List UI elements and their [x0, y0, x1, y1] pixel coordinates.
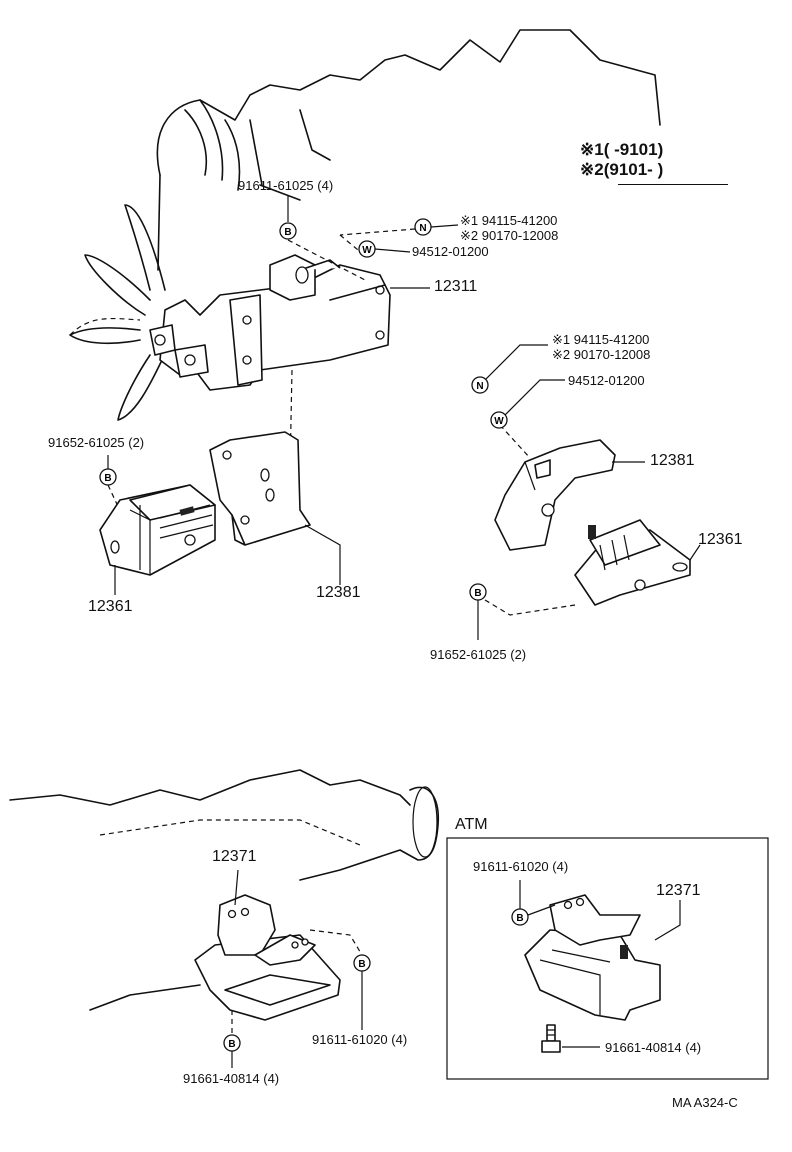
- label-plate-12381-rh: 12381: [316, 584, 361, 601]
- label-washer-lh: 94512-01200: [568, 373, 645, 388]
- insulator-12361-lh: [574, 519, 701, 606]
- label-plate-12381-lh: 12381: [650, 452, 695, 469]
- label-insulator-12361-lh: 12361: [698, 531, 743, 548]
- svg-text:B: B: [228, 1039, 235, 1050]
- bolt-marker-rear-upper: B: [353, 954, 371, 972]
- label-bolt-91661-rear: 91661-40814 (4): [183, 1071, 280, 1086]
- label-atm-title: ATM: [455, 816, 488, 833]
- svg-text:W: W: [494, 416, 504, 427]
- label-nut-lh-1: ※1 94115-41200: [552, 332, 650, 347]
- bolt-marker-rh-upper: B: [279, 222, 297, 240]
- bolt-marker-rh-lower: B: [99, 468, 117, 486]
- insulator-12361-rh: [99, 484, 216, 576]
- label-bolt-91661-atm: 91661-40814 (4): [605, 1040, 702, 1055]
- svg-text:B: B: [358, 959, 365, 970]
- label-insulator-12371: 12371: [212, 848, 257, 865]
- label-insulator-12361-rh: 12361: [88, 598, 133, 615]
- svg-text:B: B: [516, 913, 523, 924]
- washer-marker-lh: W: [490, 411, 508, 429]
- svg-text:B: B: [474, 588, 481, 599]
- bolt-marker-lh: B: [469, 583, 487, 601]
- bolt-91661-atm: [541, 1024, 600, 1053]
- svg-text:N: N: [419, 223, 426, 234]
- label-bolt-91652-lh: 91652-61025 (2): [430, 647, 527, 662]
- insulator-12371: [194, 869, 341, 1021]
- label-insulator-12371-atm: 12371: [656, 882, 701, 899]
- nut-marker-rh: N: [414, 218, 432, 236]
- engine-outline: [156, 29, 661, 271]
- label-bolt-91611-atm: 91611-61020 (4): [473, 859, 569, 874]
- svg-text:N: N: [476, 381, 483, 392]
- insulator-12371-atm: [524, 894, 681, 1021]
- figure-code: MA A324-C: [672, 1095, 738, 1110]
- svg-text:W: W: [362, 245, 372, 256]
- washer-marker-rh: W: [358, 240, 376, 258]
- legend-note-1: ※1( -9101): [580, 140, 664, 159]
- fan: [69, 204, 166, 421]
- legend-note-2: ※2(9101- ): [580, 160, 664, 179]
- plate-12381-lh: [494, 439, 645, 551]
- label-bracket-12311: 12311: [434, 278, 478, 295]
- atm-box: [446, 837, 769, 1080]
- bolt-marker-atm: B: [511, 908, 529, 926]
- label-bolt-91611-61025: 91611-61025 (4): [238, 178, 334, 193]
- legend-underline: [618, 184, 728, 185]
- bolt-marker-rear-lower: B: [223, 1034, 241, 1052]
- engine-bracket-12311: [149, 254, 391, 391]
- plate-12381-rh: [209, 431, 311, 546]
- label-bolt-91652-rh: 91652-61025 (2): [48, 435, 145, 450]
- label-washer-rh: 94512-01200: [412, 244, 489, 259]
- label-nut-rh-2: ※2 90170-12008: [460, 228, 559, 243]
- svg-text:B: B: [284, 227, 291, 238]
- label-nut-lh-2: ※2 90170-12008: [552, 347, 651, 362]
- label-bolt-91611-rear: 91611-61020 (4): [312, 1032, 408, 1047]
- nut-marker-lh: N: [471, 376, 489, 394]
- transmission-outline: [9, 769, 440, 1011]
- label-nut-rh-1: ※1 94115-41200: [460, 213, 558, 228]
- svg-text:B: B: [104, 473, 111, 484]
